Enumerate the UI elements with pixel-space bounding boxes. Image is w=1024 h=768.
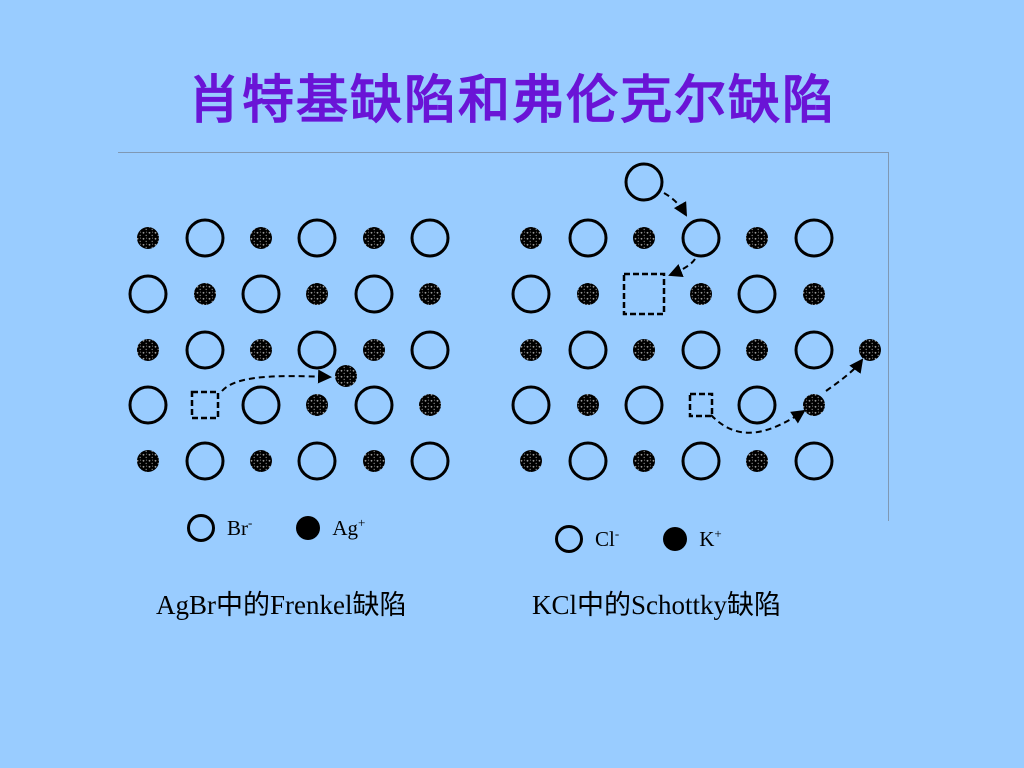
cation-filled-dot-icon (363, 450, 385, 472)
cation-filled-dot-icon (690, 283, 712, 305)
frenkel-lattice (128, 218, 450, 481)
chloride-legend-label: Cl- (595, 526, 620, 551)
cation-filled-dot-icon (419, 283, 441, 305)
cation-filled-dot-icon (803, 394, 825, 416)
anion-open-circle-icon (681, 441, 721, 481)
bromide-legend-label: Br- (227, 515, 253, 540)
anion-open-circle-icon (410, 441, 450, 481)
lattice-figure (128, 162, 881, 481)
cation-filled-dot-icon (250, 227, 272, 249)
potassium-legend-label: K+ (699, 526, 722, 551)
cation-filled-dot-icon (137, 227, 159, 249)
schottky-cation-arrow-lower (710, 409, 806, 434)
silver-legend-label: Ag+ (332, 515, 366, 540)
cation-filled-dot-icon (250, 339, 272, 361)
cation-filled-dot-icon (137, 450, 159, 472)
cation-filled-dot-icon (746, 339, 768, 361)
schottky-anion-arrow-upper (663, 192, 687, 217)
anion-open-circle-icon (185, 218, 225, 258)
anion-open-circle-icon (794, 330, 834, 370)
cation-filled-dot-icon (335, 365, 357, 387)
cation-filled-dot-icon (746, 227, 768, 249)
anion-open-circle-icon (794, 218, 834, 258)
anion-open-circle-icon (410, 218, 450, 258)
anion-open-circle-icon (410, 330, 450, 370)
anion-open-circle-icon (681, 330, 721, 370)
anion-open-circle-icon (354, 385, 394, 425)
cation-filled-dot-icon (363, 227, 385, 249)
anion-open-circle-icon (354, 274, 394, 314)
anion-open-circle-icon (737, 274, 777, 314)
anion-open-circle-icon (185, 441, 225, 481)
frenkel-migration-arrow (221, 369, 332, 392)
cation-filled-dot-icon (633, 227, 655, 249)
anion-open-circle-icon (128, 274, 168, 314)
anion-open-circle-icon (568, 218, 608, 258)
bromide-anion-icon (187, 514, 215, 542)
anion-open-circle-icon (185, 330, 225, 370)
vacancy-dashed-square-icon (688, 392, 714, 418)
potassium-cation-icon (663, 527, 688, 551)
anion-open-circle-icon (241, 385, 281, 425)
cation-filled-dot-icon (633, 339, 655, 361)
anion-open-circle-icon (297, 441, 337, 481)
page-title: 肖特基缺陷和弗伦克尔缺陷 (187, 71, 836, 131)
anion-open-circle-icon (511, 274, 551, 314)
anion-open-circle-icon (794, 441, 834, 481)
schottky-anion-arrow-lower (668, 258, 696, 278)
cation-filled-dot-icon (577, 283, 599, 305)
anion-open-circle-icon (624, 162, 664, 202)
anion-open-circle-icon (297, 218, 337, 258)
schottky-cation-arrow-upper (825, 358, 864, 392)
silver-cation-icon (296, 516, 321, 540)
cation-filled-dot-icon (746, 450, 768, 472)
cation-filled-dot-icon (363, 339, 385, 361)
anion-open-circle-icon (624, 385, 664, 425)
cation-filled-dot-icon (306, 283, 328, 305)
cation-filled-dot-icon (306, 394, 328, 416)
frenkel-legend: Br- Ag+ (187, 514, 365, 542)
cation-filled-dot-icon (803, 283, 825, 305)
schottky-lattice (511, 162, 881, 481)
schottky-legend: Cl- K+ (555, 525, 722, 553)
anion-open-circle-icon (128, 385, 168, 425)
anion-open-circle-icon (681, 218, 721, 258)
cation-filled-dot-icon (520, 227, 542, 249)
cation-filled-dot-icon (194, 283, 216, 305)
chloride-anion-icon (555, 525, 583, 553)
vacancy-dashed-square-icon (622, 272, 666, 316)
cation-filled-dot-icon (577, 394, 599, 416)
anion-open-circle-icon (511, 385, 551, 425)
anion-open-circle-icon (737, 385, 777, 425)
cation-filled-dot-icon (633, 450, 655, 472)
anion-open-circle-icon (568, 441, 608, 481)
vacancy-dashed-square-icon (190, 390, 220, 420)
anion-open-circle-icon (297, 330, 337, 370)
anion-open-circle-icon (241, 274, 281, 314)
cation-filled-dot-icon (859, 339, 881, 361)
schottky-caption: KCl中的Schottky缺陷 (532, 590, 782, 620)
cation-filled-dot-icon (250, 450, 272, 472)
cation-filled-dot-icon (520, 450, 542, 472)
anion-open-circle-icon (568, 330, 608, 370)
lattice-figure-panel (118, 152, 889, 521)
cation-filled-dot-icon (137, 339, 159, 361)
cation-filled-dot-icon (419, 394, 441, 416)
frenkel-caption: AgBr中的Frenkel缺陷 (156, 590, 407, 620)
cation-filled-dot-icon (520, 339, 542, 361)
